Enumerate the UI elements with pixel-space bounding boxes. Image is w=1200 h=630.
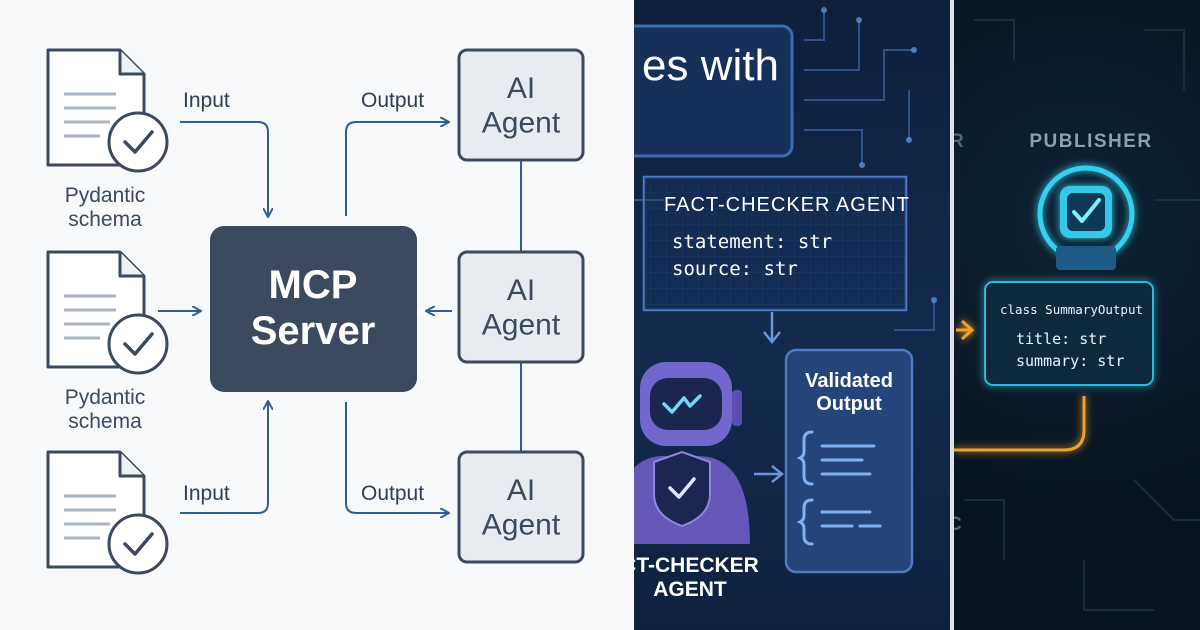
partial-left-label: R bbox=[954, 131, 964, 152]
ai-agent-box bbox=[457, 450, 585, 564]
title-partial-text: es with bbox=[642, 41, 779, 90]
class-field: title: str bbox=[1016, 330, 1106, 348]
publish-connector bbox=[954, 396, 1086, 452]
output-label: Output bbox=[361, 89, 424, 112]
fact-checker-panel: es with FACT-CHECKER AGENT statement: st… bbox=[634, 0, 950, 630]
fact-checker-box bbox=[642, 175, 908, 312]
schema-doc-icon bbox=[46, 250, 169, 375]
mcp-server-box bbox=[210, 226, 417, 392]
json-lines-icon bbox=[796, 430, 882, 546]
partial-bottom-label: C bbox=[954, 514, 962, 535]
input-arrow bbox=[180, 402, 268, 514]
publisher-panel: R PUBLISHER class SummaryOutput title: s… bbox=[954, 0, 1200, 630]
fact-checker-title: FACT-CHECKER AGENT bbox=[664, 194, 910, 216]
summary-output-box bbox=[984, 281, 1154, 386]
input-label: Input bbox=[183, 89, 230, 112]
input-arrow bbox=[180, 121, 268, 216]
schema-doc-icon bbox=[46, 48, 169, 173]
ai-agent-box bbox=[457, 250, 585, 364]
title-box bbox=[634, 24, 794, 158]
publisher-label: PUBLISHER bbox=[1029, 131, 1152, 152]
input-label: Input bbox=[183, 482, 230, 505]
output-arrow bbox=[345, 122, 448, 216]
schema-field: source: str bbox=[672, 258, 798, 280]
output-label: Output bbox=[361, 482, 424, 505]
publisher-svg: R PUBLISHER class SummaryOutput title: s… bbox=[954, 19, 1200, 611]
output-arrow bbox=[345, 402, 448, 513]
schema-doc-icon bbox=[46, 450, 169, 575]
class-field: summary: str bbox=[1016, 352, 1124, 370]
ai-agent-box bbox=[457, 48, 585, 162]
schema-field: statement: str bbox=[672, 231, 832, 253]
panel-divider bbox=[950, 0, 954, 630]
fact-checker-svg: es with FACT-CHECKER AGENT statement: st… bbox=[634, 7, 937, 601]
publisher-check-icon bbox=[1037, 165, 1135, 270]
class-declaration: class SummaryOutput bbox=[1000, 302, 1143, 317]
robot-icon bbox=[634, 362, 750, 544]
